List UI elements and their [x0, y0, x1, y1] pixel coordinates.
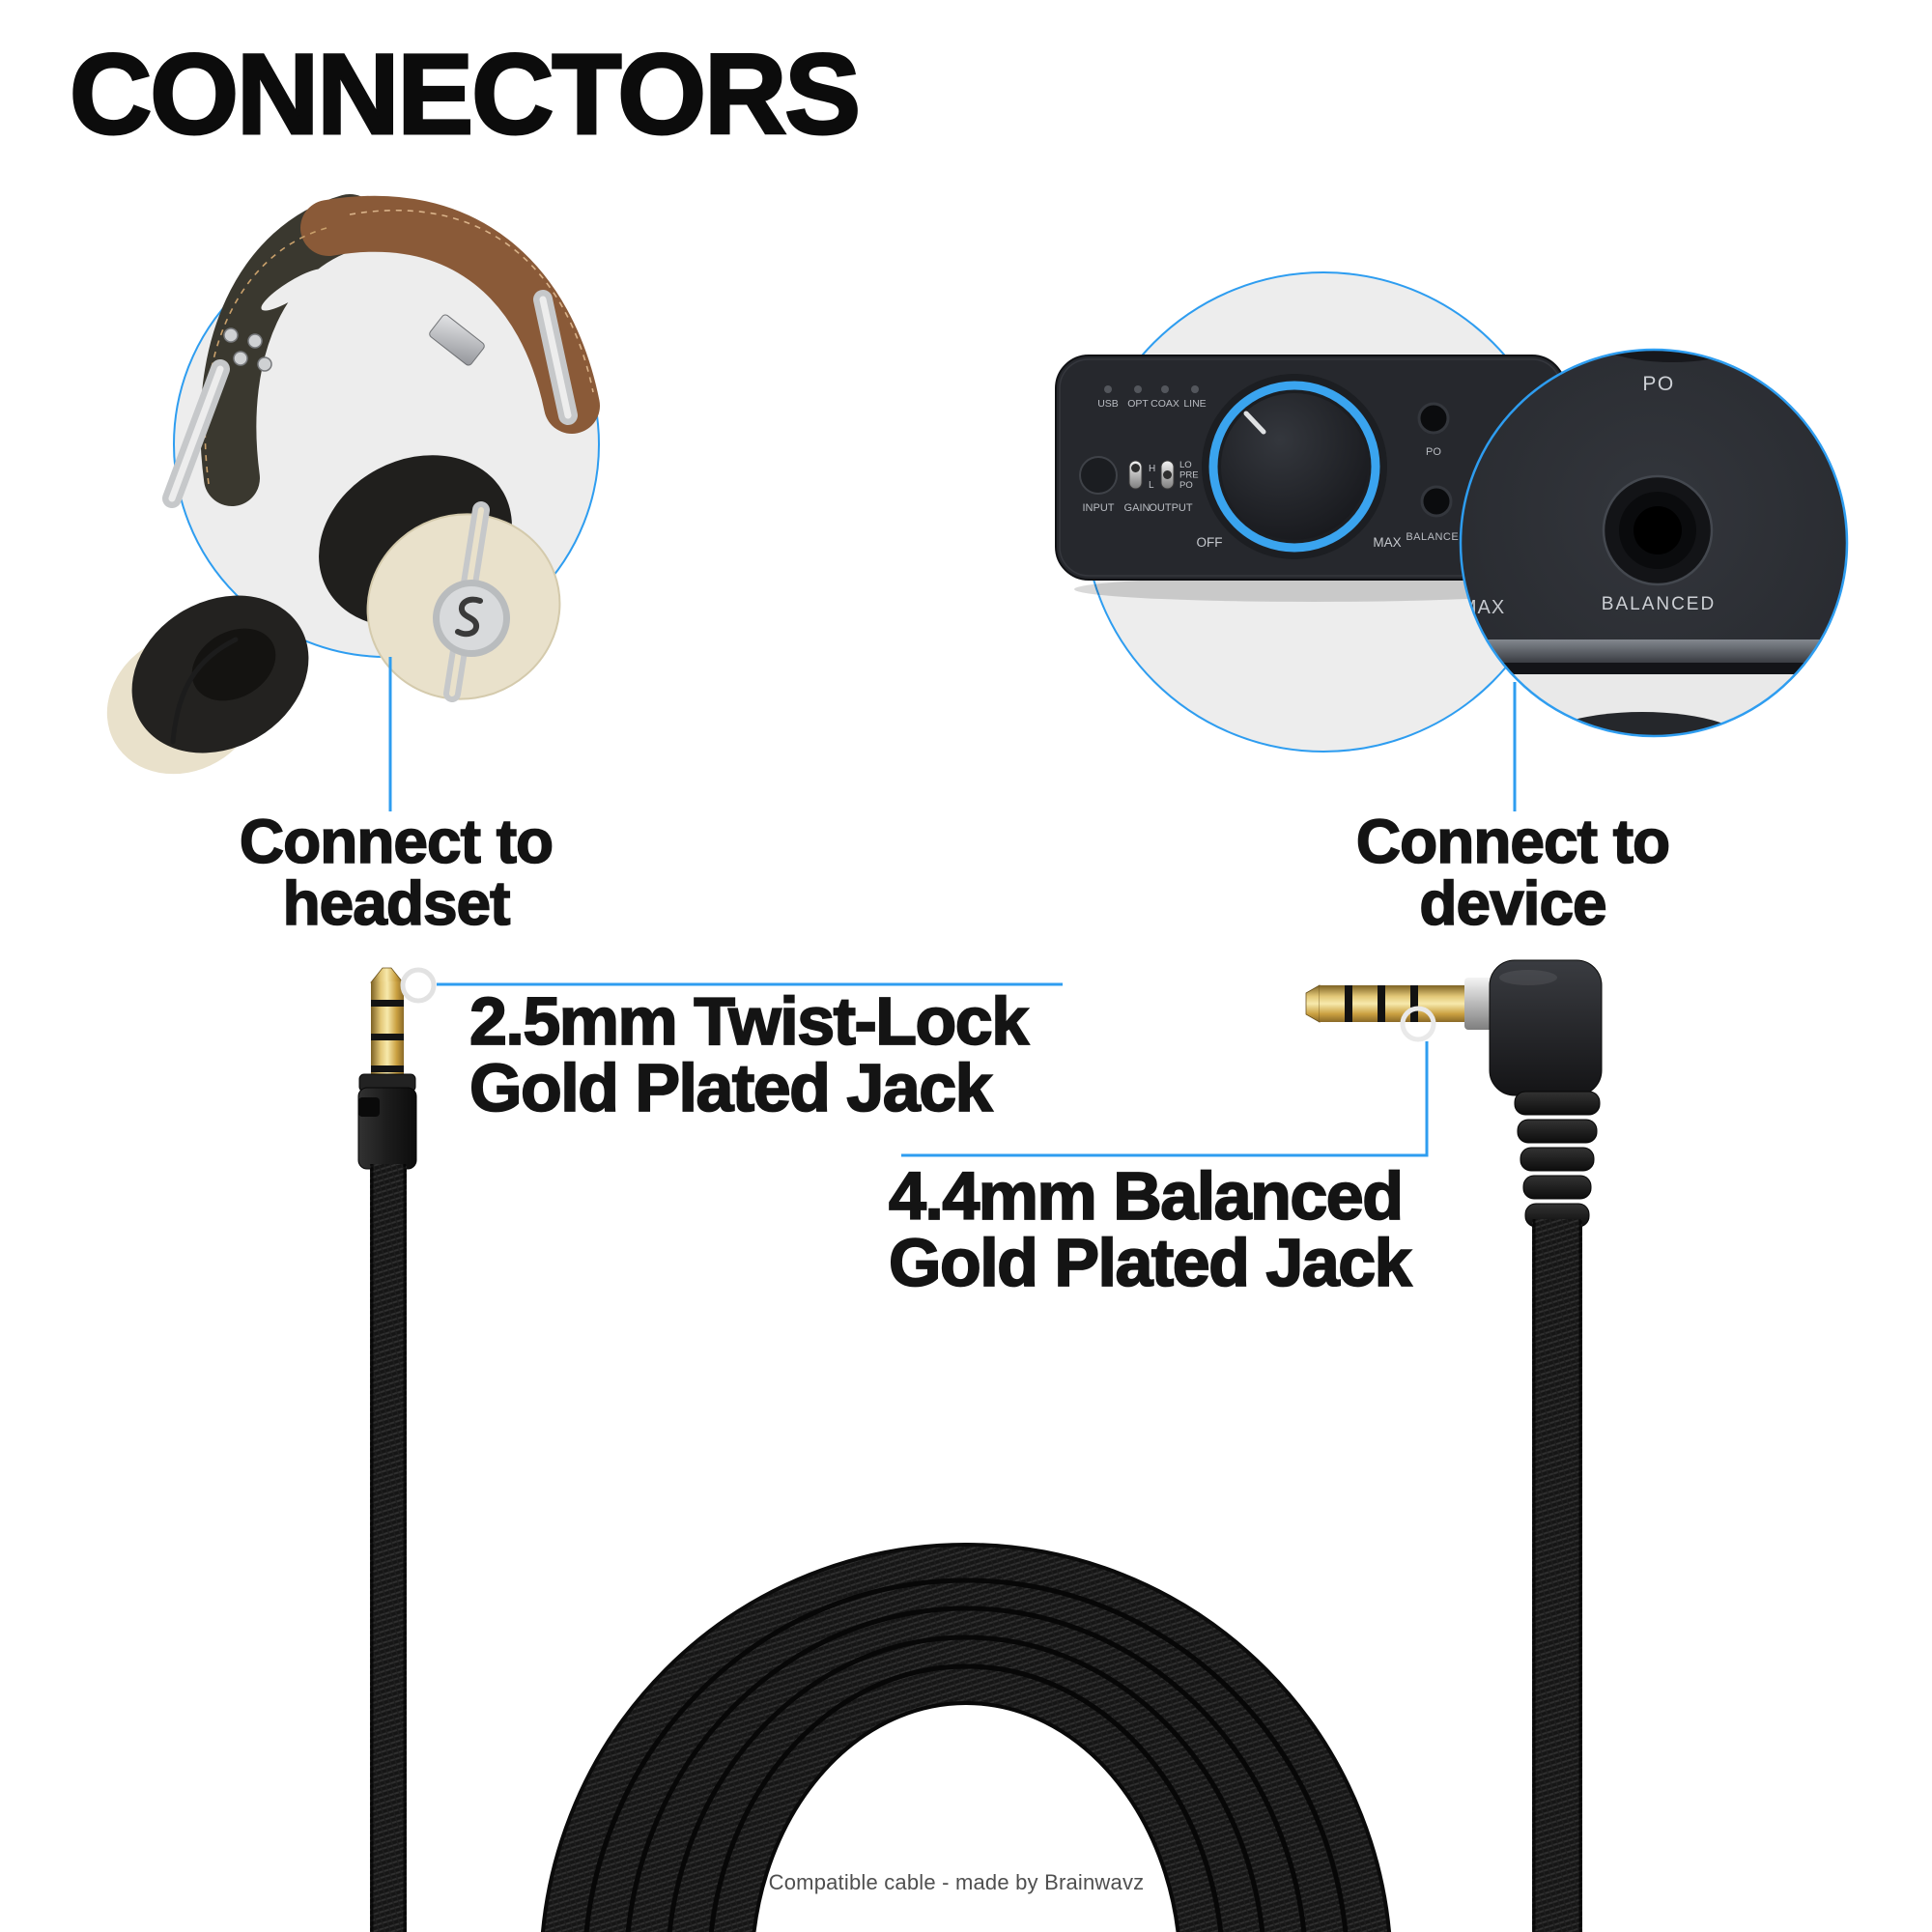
- callout-headset-line1: Connect to: [239, 807, 554, 876]
- callout-device-line2: device: [1419, 868, 1608, 938]
- headband-slot-left: [261, 269, 325, 311]
- led-label-coax: COAX: [1151, 398, 1179, 410]
- marker-ring-25mm: [400, 967, 437, 1004]
- closeup-balanced-label: BALANCED: [1602, 594, 1716, 614]
- callout-headset-line2: headset: [282, 868, 511, 938]
- led-label-opt: OPT: [1127, 398, 1149, 410]
- callout-label-device: Connect to device: [1315, 807, 1711, 938]
- knob-max-label: MAX: [1373, 535, 1401, 550]
- headphone-cable: [170, 637, 239, 745]
- output-pos-po: PO: [1179, 480, 1193, 491]
- marker-ring-44mm: [1400, 1006, 1436, 1042]
- headband-slot-right: [414, 261, 474, 303]
- headband-rivets: [223, 327, 272, 372]
- jack-44mm: [1305, 959, 1603, 1932]
- output-pos-lo: LO: [1179, 460, 1192, 470]
- dac-device: USB OPT COAX LINE INPUT H L GAIN LO PRE …: [1055, 355, 1566, 602]
- callout-label-headset: Connect to headset: [198, 807, 594, 938]
- po-jack: [1417, 402, 1450, 435]
- input-button-label: INPUT: [1083, 502, 1115, 514]
- knob-indicator: [1243, 411, 1266, 435]
- gain-label: GAIN: [1124, 502, 1151, 514]
- closeup-po-label: PO: [1642, 373, 1674, 395]
- closeup-balanced-port: [1602, 474, 1714, 586]
- gain-pos-h: H: [1149, 464, 1155, 474]
- gain-pos-l: L: [1149, 480, 1154, 491]
- output-switch: [1160, 460, 1175, 490]
- knob-off-label: OFF: [1197, 535, 1223, 550]
- balanced-jack: [1420, 485, 1453, 518]
- slider-right: [533, 290, 578, 425]
- label-jack-44mm-line1: 4.4mm Balanced: [888, 1158, 1405, 1234]
- callout-device-line1: Connect to: [1355, 807, 1671, 876]
- label-jack-44mm-line2: Gold Plated Jack: [888, 1225, 1412, 1300]
- cable-44mm: [1532, 1219, 1582, 1932]
- page-title: CONNECTORS: [68, 31, 862, 158]
- slider-left: [162, 359, 230, 508]
- input-button: [1079, 456, 1118, 495]
- input-leds: [1104, 385, 1199, 393]
- coiled-cable: [541, 1543, 1391, 1932]
- led-label-usb: USB: [1097, 398, 1119, 410]
- strain-relief: [1514, 1091, 1601, 1228]
- footer-caption: Compatible cable - made by Brainwavz: [768, 1870, 1145, 1894]
- gain-switch: [1128, 460, 1143, 490]
- callout-line-44mm: [901, 1041, 1429, 1157]
- balanced-jack-label: BALANCED: [1406, 531, 1466, 543]
- output-pos-pre: PRE: [1179, 470, 1199, 481]
- jack-25mm: [357, 967, 417, 1932]
- brand-plate: [429, 314, 485, 366]
- earcup-right: [319, 455, 561, 702]
- label-jack-25mm-line1: 2.5mm Twist-Lock: [469, 983, 1030, 1059]
- twist-lock-notch: [358, 1097, 380, 1117]
- po-jack-label: PO: [1426, 446, 1441, 458]
- label-jack-44mm: 4.4mm Balanced Gold Plated Jack: [888, 1158, 1412, 1300]
- output-label: OUTPUT: [1149, 502, 1193, 514]
- label-jack-25mm-line2: Gold Plated Jack: [469, 1050, 993, 1125]
- led-label-line: LINE: [1183, 398, 1206, 410]
- volume-knob: [1202, 374, 1387, 559]
- cable-25mm: [370, 1164, 407, 1932]
- label-jack-25mm: 2.5mm Twist-Lock Gold Plated Jack: [469, 983, 1030, 1125]
- headphones-photo: [106, 194, 600, 775]
